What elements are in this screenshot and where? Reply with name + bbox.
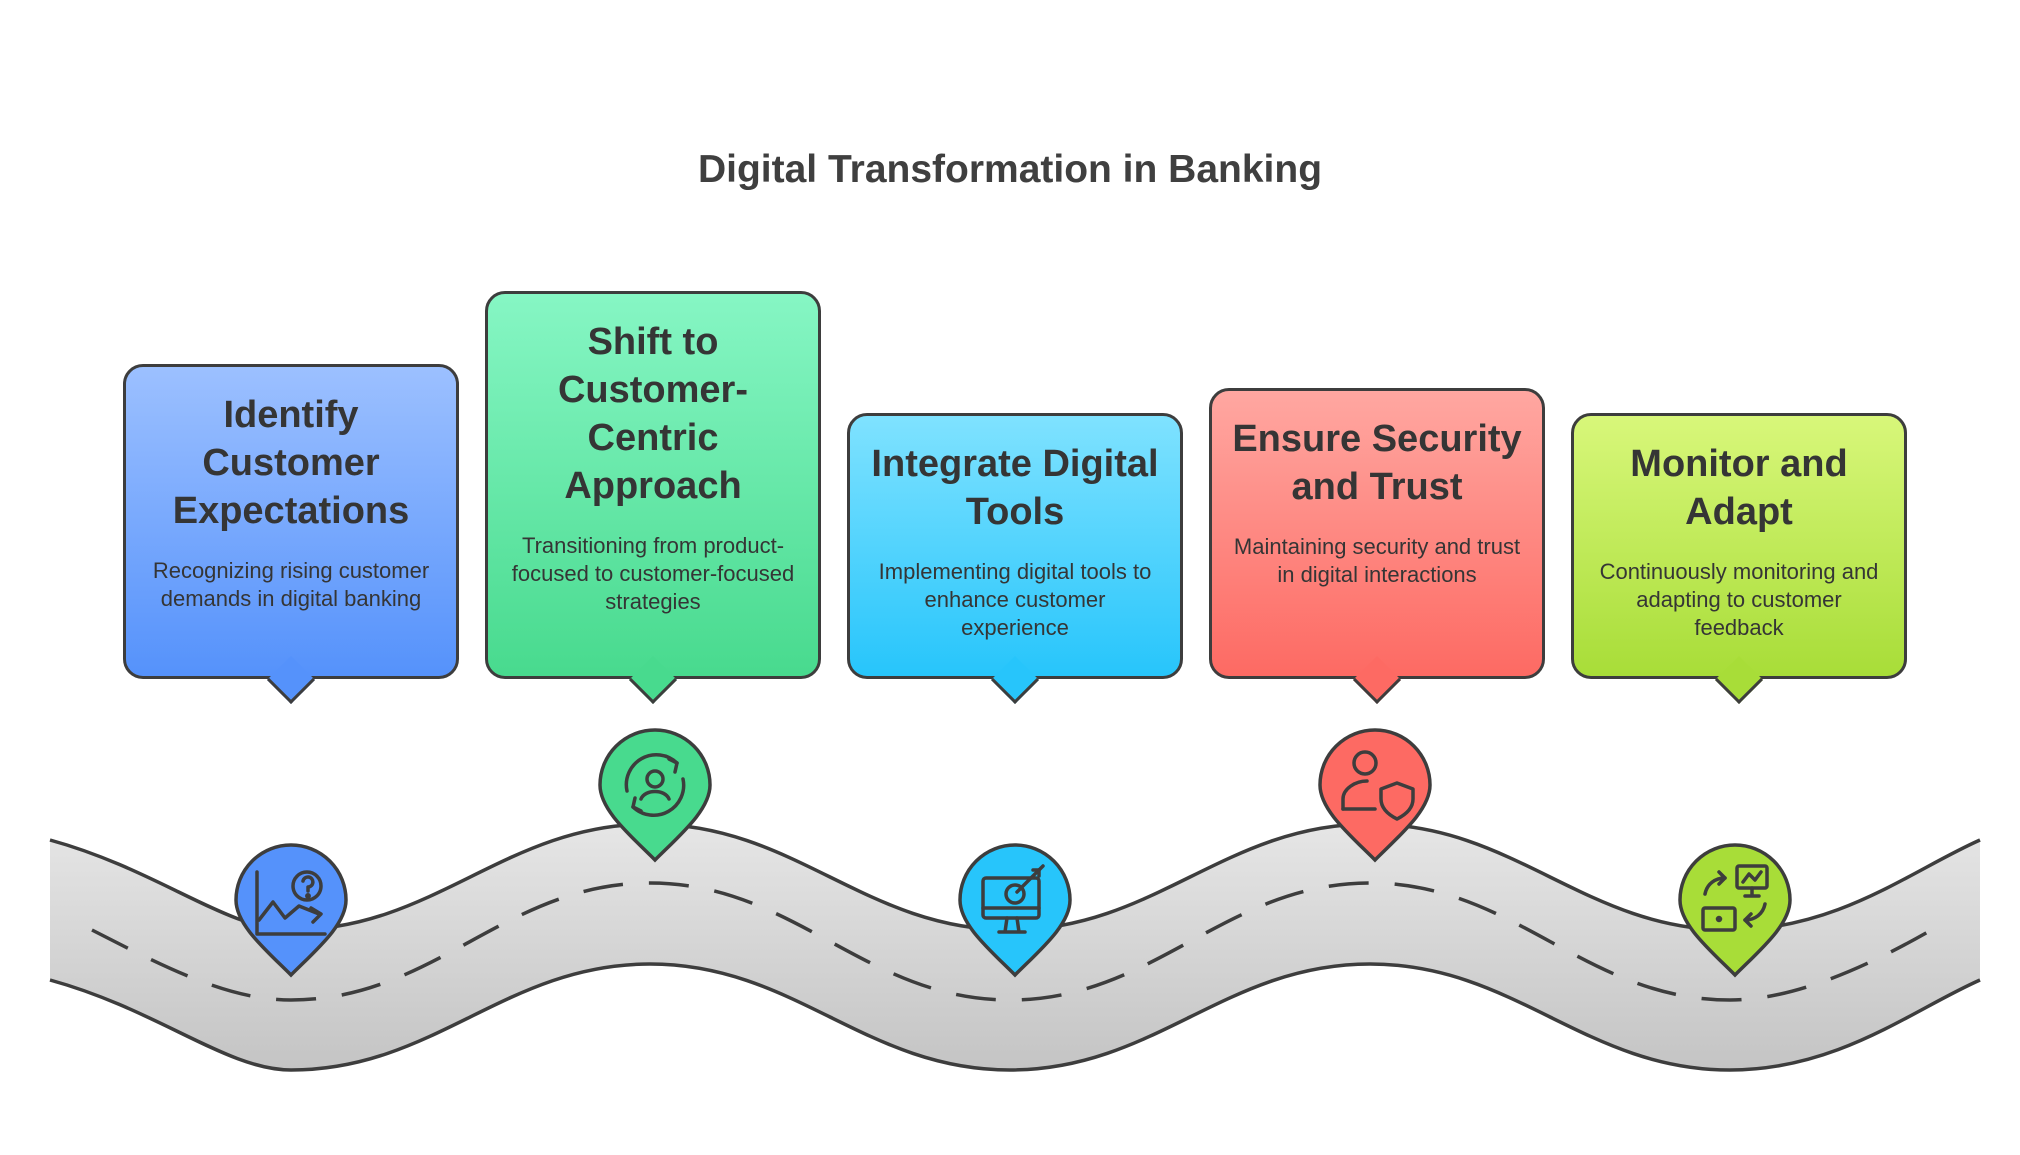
step-title: Identify Customer Expectations [172, 394, 410, 532]
step-description: Continuously monitoring and adapting to … [1599, 559, 1879, 640]
pin-identify-expectations [234, 843, 348, 978]
step-title: Ensure Security and Trust [1232, 418, 1522, 508]
user-shield-icon [1341, 750, 1415, 821]
road-bottom-edge [49, 962, 1981, 1072]
monitor-adapt-icon [1701, 864, 1769, 932]
pin-digital-tools [958, 843, 1072, 978]
step-description: Recognizing rising customer demands in d… [152, 558, 430, 611]
diagram-title: Digital Transformation in Banking [697, 148, 1323, 191]
step-card-5: Monitor and Adapt Continuously monitorin… [1571, 413, 1907, 705]
step-card-1: Identify Customer Expectations Recognizi… [123, 364, 459, 705]
chart-question-icon [255, 870, 327, 936]
step-description: Implementing digital tools to enhance cu… [878, 559, 1152, 640]
step-card-4: Ensure Security and Trust Maintaining se… [1209, 388, 1545, 705]
user-cycle-icon [624, 753, 686, 817]
monitor-target-icon [981, 864, 1045, 934]
step-description: Maintaining security and trust in digita… [1233, 534, 1521, 587]
road-center-dashes [91, 881, 1941, 1002]
step-title: Monitor and Adapt [1630, 443, 1848, 533]
step-card-3: Integrate Digital Tools Implementing dig… [847, 413, 1183, 705]
step-title: Integrate Digital Tools [871, 443, 1159, 533]
pin-monitor-adapt [1678, 843, 1792, 978]
step-description: Transitioning from product-focused to cu… [511, 533, 795, 614]
step-title: Shift to Customer-Centric Approach [557, 321, 749, 507]
step-card-2: Shift to Customer-Centric Approach Trans… [485, 291, 821, 705]
pin-security-trust [1318, 728, 1432, 863]
pin-customer-centric [598, 728, 712, 863]
